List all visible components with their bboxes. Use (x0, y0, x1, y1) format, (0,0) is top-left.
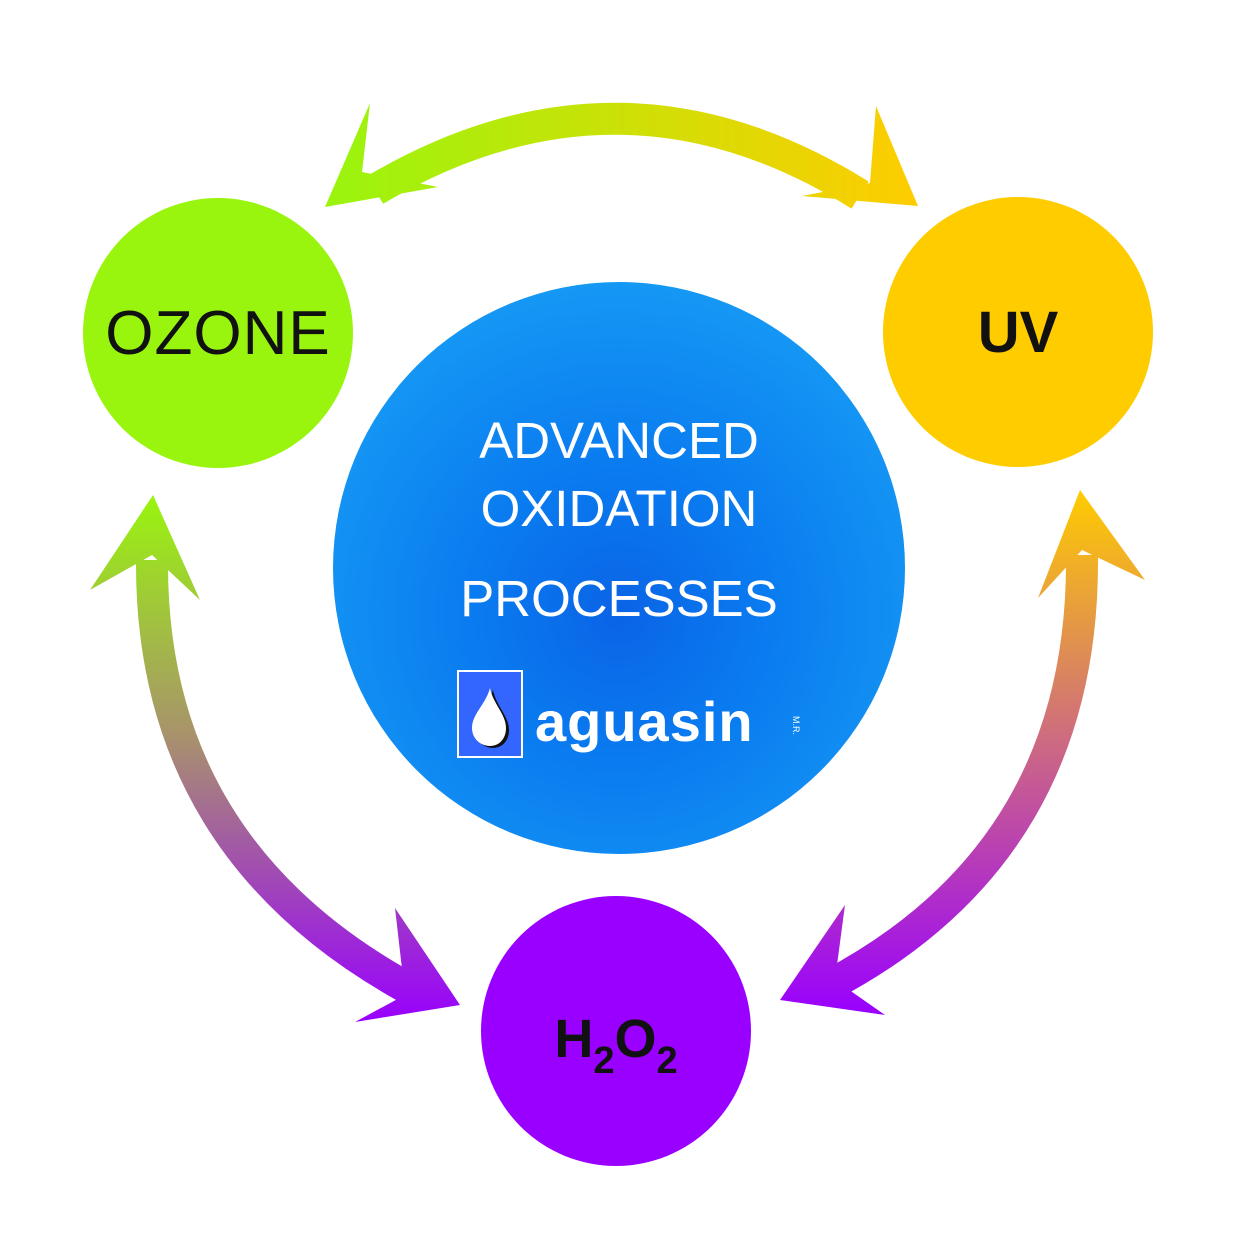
center-title-line-1: ADVANCED (479, 412, 759, 469)
arrow-ozone-h2o2-shaft (135, 559, 423, 1007)
arrow-ozone-h2o2 (90, 495, 460, 1022)
h2o2-label: H2O2 (554, 1008, 677, 1082)
arrow-ozone-h2o2-head-top (90, 495, 200, 600)
center-title-line-2: OXIDATION (480, 480, 758, 537)
uv-node: UV (883, 197, 1153, 467)
arrow-ozone-uv-head-left (325, 103, 438, 207)
logo-wordmark: aguasin (535, 690, 754, 753)
aguasin-logo: aguasin M.R. (457, 670, 817, 765)
center-title-line-3: PROCESSES (460, 570, 778, 627)
logo-box (457, 670, 523, 758)
arrow-ozone-uv-head-right (802, 106, 918, 206)
arrow-uv-h2o2-shaft (822, 554, 1099, 1000)
arrow-uv-h2o2 (780, 490, 1145, 1015)
h2o2-o: O (614, 1009, 657, 1069)
center-circle: ADVANCED OXIDATION PROCESSES aguasin M.R… (333, 282, 905, 854)
ozone-label: OZONE (105, 298, 331, 368)
arrow-ozone-uv (325, 102, 918, 209)
h2o2-h: H (554, 1009, 594, 1069)
ozone-node: OZONE (83, 198, 353, 468)
arrow-ozone-h2o2-head-bottom (355, 908, 460, 1022)
h2o2-sub-2: 2 (656, 1040, 678, 1082)
h2o2-sub-1: 2 (593, 1040, 615, 1082)
arrow-ozone-uv-shaft (366, 102, 869, 209)
h2o2-node: H2O2 (481, 896, 751, 1166)
logo-registered-mark: M.R. (791, 716, 801, 735)
arrow-uv-h2o2-head-bottom (780, 905, 885, 1015)
arrow-uv-h2o2-head-top (1038, 490, 1145, 598)
water-drop-icon (472, 688, 509, 748)
uv-label: UV (977, 299, 1059, 365)
